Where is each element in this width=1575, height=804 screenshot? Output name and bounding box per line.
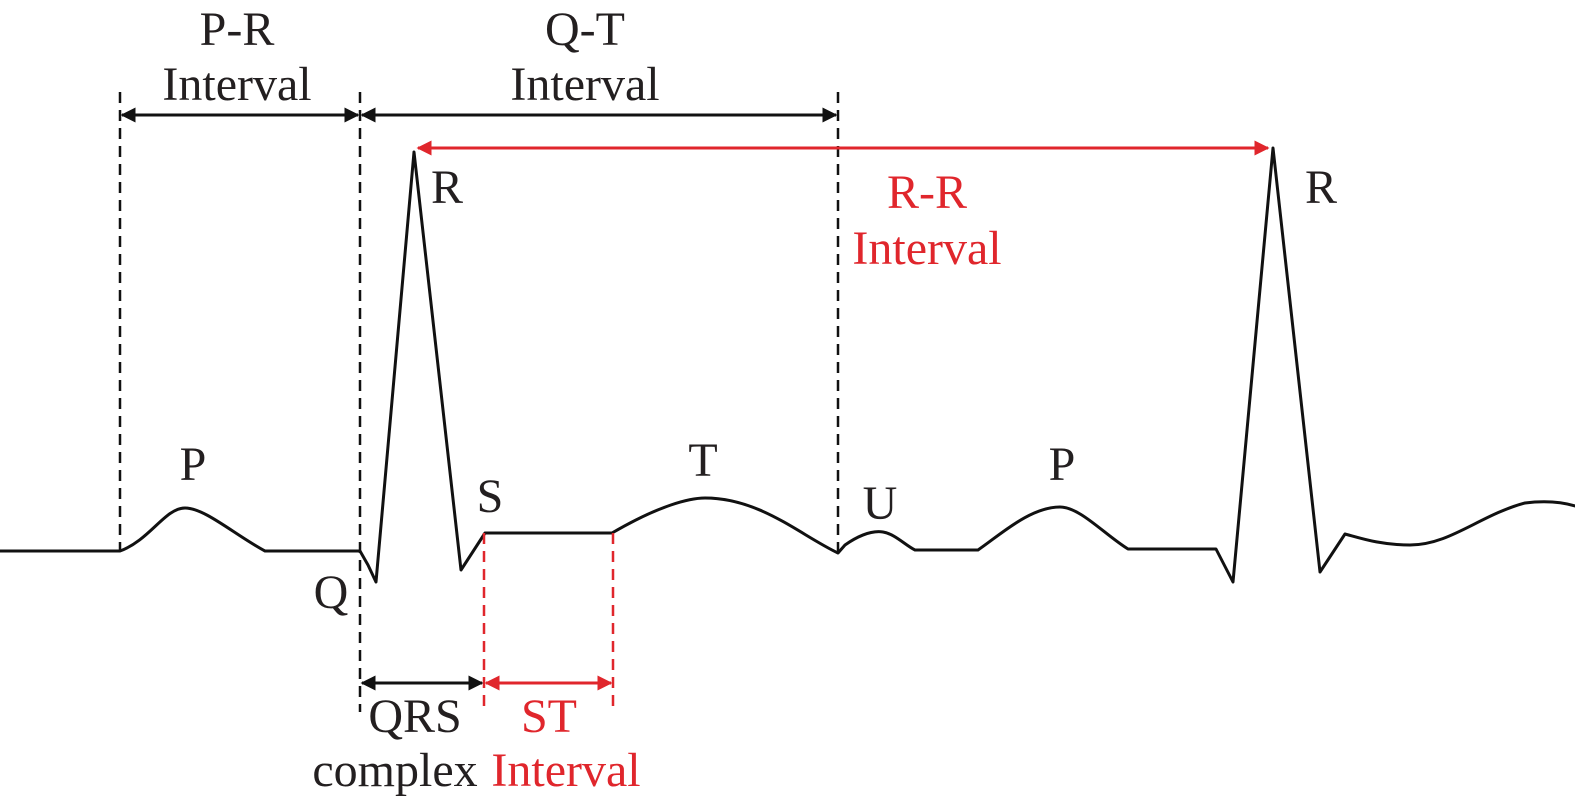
qt-interval-label-line1: Q-T — [545, 3, 625, 56]
r-wave-label-1: R — [431, 161, 463, 214]
pr-interval-label-line2: Interval — [162, 58, 311, 111]
qrs-complex-label-line1: QRS — [368, 690, 461, 743]
p-wave-label-2: P — [1049, 438, 1076, 491]
ecg-trace — [0, 146, 1575, 584]
q-wave-label: Q — [314, 566, 349, 619]
t-wave-label: T — [688, 434, 717, 487]
st-interval-label-line2: Interval — [491, 744, 640, 797]
qt-interval-label-line2: Interval — [510, 58, 659, 111]
qrs-complex-label-line2: complex — [312, 744, 477, 797]
p-wave-label-1: P — [180, 438, 207, 491]
r-wave-label-2: R — [1305, 161, 1337, 214]
rr-interval-label-line1: R-R — [887, 166, 967, 219]
st-interval-label-line1: ST — [521, 690, 577, 743]
s-wave-label: S — [477, 470, 504, 523]
u-wave-label: U — [863, 477, 898, 530]
pr-interval-label-line1: P-R — [200, 3, 275, 56]
rr-interval-label-line2: Interval — [852, 222, 1001, 275]
